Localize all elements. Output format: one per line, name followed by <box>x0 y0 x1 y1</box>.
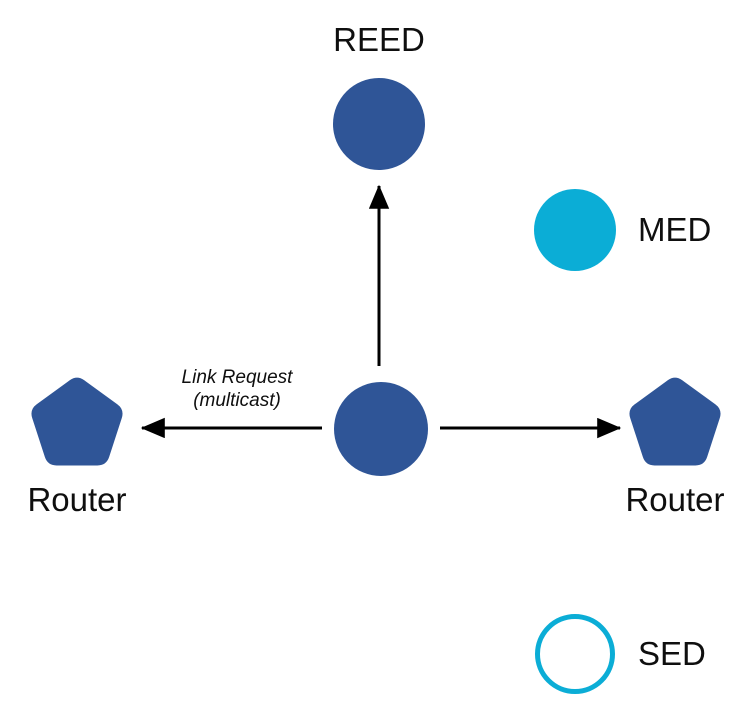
node-router-right[interactable] <box>629 377 721 466</box>
edge-label-line-1: Link Request <box>181 367 293 388</box>
node-reed[interactable] <box>333 78 425 170</box>
node-center-router[interactable] <box>334 382 428 476</box>
edge-label-link-request-label: Link Request(multicast) <box>182 366 293 412</box>
node-sed[interactable] <box>535 614 615 694</box>
node-label-reed: REED <box>333 21 425 58</box>
node-label-med: MED <box>638 211 712 248</box>
node-router-left[interactable] <box>31 377 123 466</box>
node-label-router-right: Router <box>625 481 725 518</box>
node-label-sed: SED <box>638 635 706 672</box>
node-med[interactable] <box>534 189 616 271</box>
node-label-router-left: Router <box>27 481 127 518</box>
edge-label-line-2: (multicast) <box>193 390 281 411</box>
